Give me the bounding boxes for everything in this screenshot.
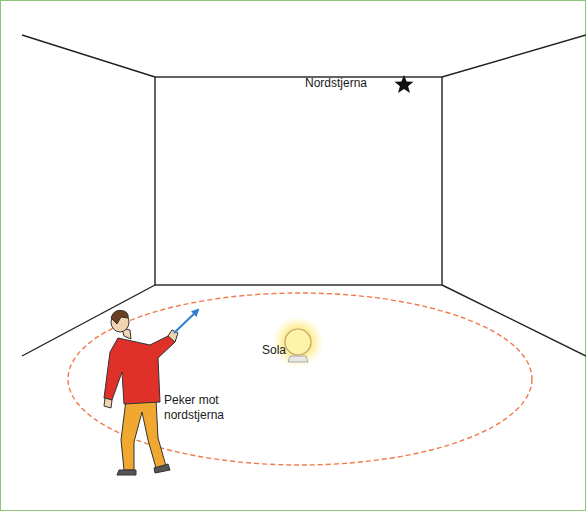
orbit-ellipse (68, 293, 532, 465)
pointing-arrow (174, 310, 198, 333)
star-label: Nordstjerna (305, 76, 395, 91)
star-symbol (395, 75, 414, 93)
sun-label: Sola (262, 343, 302, 358)
room (22, 35, 586, 356)
sun-symbol (272, 316, 324, 368)
person-label: Peker mot nordstjerna (164, 393, 244, 423)
person-figure (104, 310, 178, 475)
